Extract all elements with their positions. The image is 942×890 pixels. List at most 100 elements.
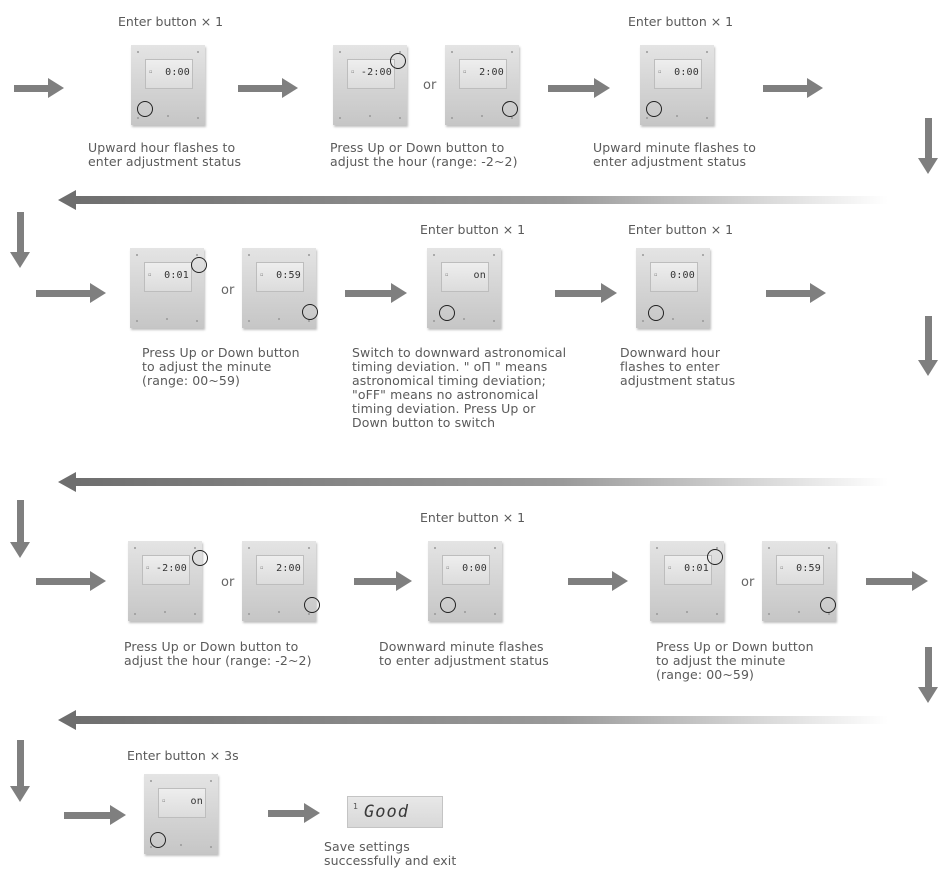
lcd-display: 0:01 <box>164 270 189 281</box>
device-screw-dot <box>196 320 198 322</box>
flow-arrow-down <box>918 647 938 703</box>
device-screw-dot <box>493 254 495 256</box>
enter-button-label: Enter button × 1 <box>628 14 734 29</box>
lcd-display: 0:00 <box>462 563 487 574</box>
device-screw-dot <box>798 611 800 613</box>
device-screw-dot <box>716 547 718 549</box>
device-screw-dot <box>716 613 718 615</box>
device-screw-dot <box>167 115 169 117</box>
flow-arrow-down <box>918 118 938 174</box>
or-label: or <box>423 78 437 93</box>
device-screw-dot <box>210 780 212 782</box>
thermostat-device: ▫2:00 <box>242 541 320 621</box>
thermostat-device: ▫-2:00 <box>128 541 208 621</box>
step-caption: Upward hour flashes to enter adjustment … <box>88 140 242 169</box>
thermostat-device: ▫0:00 <box>640 45 714 125</box>
return-arrow-left <box>58 472 888 492</box>
device-screw-dot <box>180 844 182 846</box>
device-screw-dot <box>434 613 436 615</box>
device-screw-dot <box>197 51 199 53</box>
device-screw-dot <box>494 547 496 549</box>
device-screw-dot <box>164 611 166 613</box>
device-screw-dot <box>686 611 688 613</box>
device-screw-dot <box>369 115 371 117</box>
device-screw-dot <box>248 613 250 615</box>
device-screw-dot <box>494 613 496 615</box>
device-screw-dot <box>308 254 310 256</box>
thermostat-device: ▫0:59 <box>242 248 318 328</box>
step-caption: Downward minute flashes to enter adjustm… <box>379 639 549 668</box>
down-button-highlight <box>502 101 518 117</box>
device-screw-dot <box>166 318 168 320</box>
down-button-highlight <box>137 101 153 117</box>
up-button-highlight <box>707 549 723 565</box>
step-caption: Press Up or Down button to adjust the ho… <box>330 140 518 169</box>
device-screw-dot <box>308 320 310 322</box>
step-caption: Press Up or Down button to adjust the mi… <box>142 345 300 388</box>
device-screw-dot <box>646 117 648 119</box>
lcd-display: on <box>190 796 203 807</box>
lcd-display: 0:00 <box>165 67 190 78</box>
device-screw-dot <box>451 51 453 53</box>
enter-button-label: Enter button × 1 <box>420 510 526 525</box>
good-display-text: Good <box>364 802 409 822</box>
return-arrow-left <box>58 190 888 210</box>
thermostat-device: ▫-2:00 <box>333 45 407 125</box>
step-caption: Downward hour flashes to enter adjustmen… <box>620 345 736 388</box>
device-screw-dot <box>308 547 310 549</box>
flow-arrow-down <box>918 316 938 376</box>
device-screw-dot <box>706 117 708 119</box>
flow-arrow-down <box>10 740 30 802</box>
good-display-superscript: 1 <box>353 802 359 811</box>
device-screw-dot <box>278 318 280 320</box>
device-screw-dot <box>150 846 152 848</box>
device-screw-dot <box>828 547 830 549</box>
device-screw-dot <box>399 117 401 119</box>
device-screw-dot <box>493 320 495 322</box>
down-button-highlight <box>439 305 455 321</box>
device-screw-dot <box>768 613 770 615</box>
device-screw-dot <box>642 320 644 322</box>
device-screw-dot <box>706 51 708 53</box>
device-screw-dot <box>150 780 152 782</box>
device-screw-dot <box>511 51 513 53</box>
device-screw-dot <box>248 320 250 322</box>
device-screw-dot <box>672 318 674 320</box>
device-screw-dot <box>702 254 704 256</box>
device-screw-dot <box>433 254 435 256</box>
lcd-display: 0:00 <box>670 270 695 281</box>
device-screw-dot <box>828 613 830 615</box>
thermostat-device: ▫on <box>144 774 218 854</box>
good-display: 1 Good <box>347 796 443 828</box>
device-screw-dot <box>434 547 436 549</box>
down-button-highlight <box>440 597 456 613</box>
thermostat-device: ▫0:00 <box>428 541 502 621</box>
down-button-highlight <box>646 101 662 117</box>
step-caption: Switch to downward astronomical timing d… <box>352 345 567 430</box>
thermostat-device: ▫0:59 <box>762 541 836 621</box>
enter-button-label: Enter button × 1 <box>118 14 224 29</box>
enter-button-label: Enter button × 1 <box>628 222 734 237</box>
down-button-highlight <box>302 304 318 320</box>
device-screw-dot <box>194 547 196 549</box>
down-button-highlight <box>304 597 320 613</box>
device-screw-dot <box>137 51 139 53</box>
device-screw-dot <box>197 117 199 119</box>
flow-arrow-down <box>10 500 30 558</box>
flow-arrow-down <box>10 212 30 268</box>
device-screw-dot <box>339 117 341 119</box>
lcd-display: on <box>473 270 486 281</box>
or-label: or <box>741 575 755 590</box>
step-caption: Press Up or Down button to adjust the mi… <box>656 639 814 682</box>
device-screw-dot <box>768 547 770 549</box>
thermostat-device: ▫0:01 <box>130 248 207 328</box>
down-button-highlight <box>150 832 166 848</box>
device-screw-dot <box>196 254 198 256</box>
device-screw-dot <box>137 117 139 119</box>
device-screw-dot <box>194 613 196 615</box>
enter-button-label: Enter button × 1 <box>420 222 526 237</box>
device-screw-dot <box>210 846 212 848</box>
device-screw-dot <box>463 318 465 320</box>
lcd-display: -2:00 <box>155 563 187 574</box>
up-button-highlight <box>192 550 208 566</box>
